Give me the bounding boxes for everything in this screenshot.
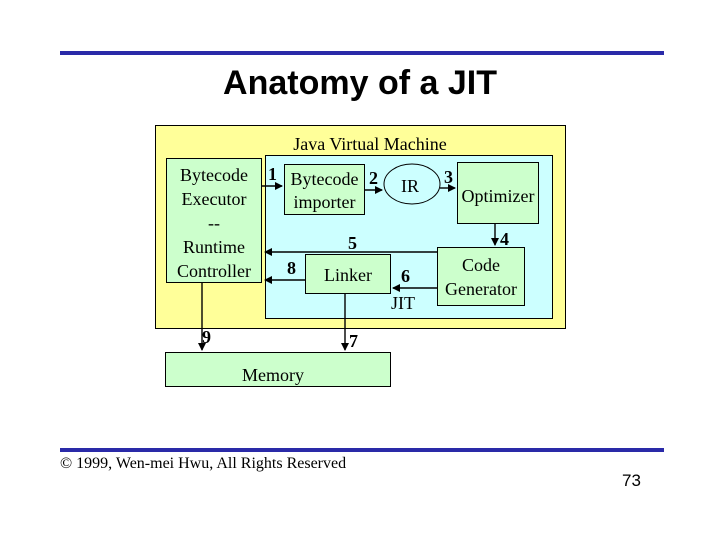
linker-box: Linker: [305, 254, 391, 294]
page-number: 73: [622, 471, 641, 490]
jit-label: JIT: [391, 293, 415, 313]
importer-line-1: Bytecode: [290, 169, 359, 189]
executor-line-4: Runtime: [183, 237, 245, 257]
copyright-notice: © 1999, Wen-mei Hwu, All Rights Reserved: [60, 455, 347, 472]
ir-label: IR: [401, 176, 419, 196]
step-7: 7: [349, 331, 358, 351]
executor-line-3: --: [208, 213, 220, 233]
code-generator-line-1: Code: [462, 255, 500, 275]
code-generator-line-2: Generator: [445, 279, 517, 299]
memory-label: Memory: [242, 365, 304, 385]
importer-line-2: importer: [293, 192, 356, 212]
optimizer-label: Optimizer: [461, 186, 535, 206]
step-9: 9: [202, 327, 211, 347]
step-4: 4: [500, 229, 509, 249]
jvm-label: Java Virtual Machine: [293, 134, 447, 154]
step-5: 5: [348, 233, 357, 253]
executor-line-2: Executor: [181, 189, 247, 209]
optimizer-box: Optimizer: [457, 162, 539, 224]
step-3: 3: [444, 167, 453, 187]
step-8: 8: [287, 258, 296, 278]
executor-line-1: Bytecode: [180, 165, 248, 185]
memory-box: Memory: [165, 352, 391, 387]
executor-line-5: Controller: [177, 261, 251, 281]
step-6: 6: [401, 266, 410, 286]
code-generator-box: Code Generator: [437, 247, 525, 306]
bottom-rule: [60, 448, 664, 452]
step-2: 2: [369, 168, 378, 188]
linker-label: Linker: [324, 265, 372, 285]
slide-title: Anatomy of a JIT: [223, 64, 497, 102]
top-rule: [60, 51, 664, 55]
bytecode-importer-box: Bytecode importer: [284, 164, 365, 215]
bytecode-executor-box: Bytecode Executor -- Runtime Controller: [166, 158, 262, 283]
step-1: 1: [268, 164, 277, 184]
ir-node: [383, 163, 441, 205]
